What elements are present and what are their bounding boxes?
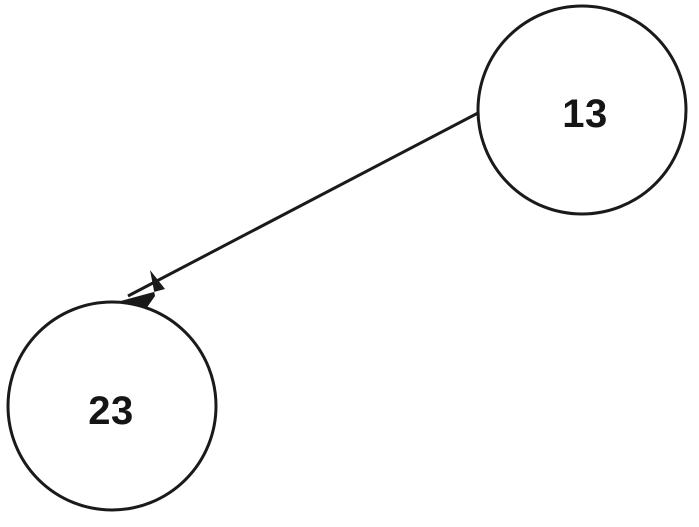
node-13-circle: [476, 4, 688, 216]
node-23[interactable]: 23: [6, 300, 218, 512]
edge-line: [127, 111, 479, 298]
node-13[interactable]: 13: [476, 4, 688, 216]
node-23-label: 23: [88, 389, 134, 433]
node-23-circle: [6, 300, 218, 512]
node-13-label: 13: [562, 92, 608, 136]
edge-13-to-23[interactable]: [117, 111, 479, 316]
